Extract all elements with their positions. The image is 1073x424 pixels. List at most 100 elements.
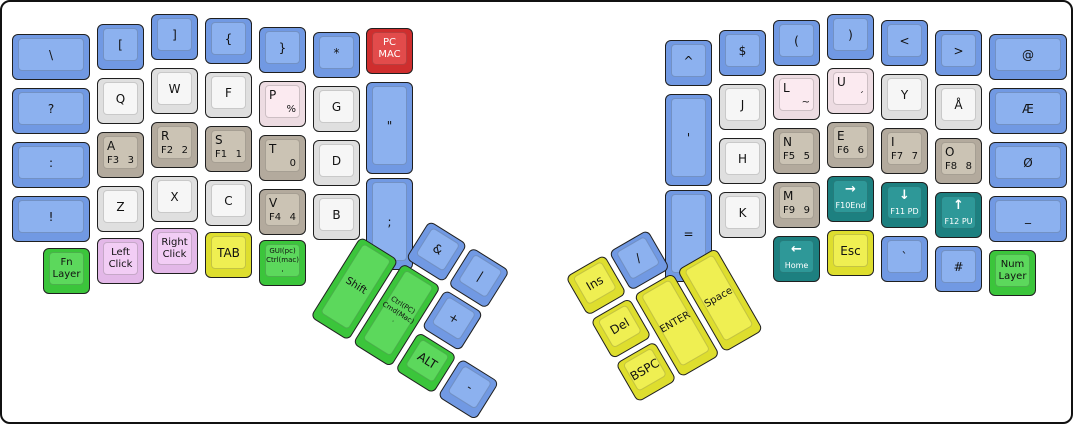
key-label: U [837,75,846,89]
key-greater-than[interactable]: > [935,30,982,76]
keycap-top: / [615,235,661,281]
keycap-top: ? [18,92,84,125]
key-x[interactable]: X [151,176,198,222]
keycap-top: ) [833,18,868,51]
key-double-quote[interactable]: " [366,82,413,174]
key-apostrophe[interactable]: ' [665,94,712,186]
key-right-bracket[interactable]: ] [151,14,198,60]
key-h[interactable]: H [719,138,766,184]
key-home[interactable]: ←Home [773,236,820,282]
key-label: 0 [289,158,296,169]
key-label: ↓ [899,188,910,203]
key-z[interactable]: Z [97,186,144,232]
keycap-top: P% [265,85,300,118]
key-f11-pgdn[interactable]: ↓F11 PD [881,182,928,228]
key-g[interactable]: G [313,86,360,132]
key-underscore[interactable]: _ [989,196,1067,242]
key-label: | [474,268,486,283]
key-exclamation[interactable]: ! [12,196,90,242]
key-a-ring[interactable]: Å [935,84,982,130]
key-label: @ [1022,47,1034,62]
key-less-than[interactable]: < [881,20,928,66]
key-label: } [278,40,287,55]
key-w[interactable]: W [151,68,198,114]
key-label: = [683,226,694,241]
key-j[interactable]: J [719,84,766,130]
key-f[interactable]: F [205,72,252,118]
key-esc[interactable]: Esc [827,230,874,276]
keycap-top: Z [103,190,138,223]
key-ae[interactable]: Æ [989,88,1067,134]
key-label: ´ [859,91,864,102]
key-d[interactable]: D [313,140,360,186]
key-dollar[interactable]: $ [719,30,766,76]
key-hash[interactable]: # [935,246,982,292]
key-b[interactable]: B [313,194,360,240]
key-label: 7 [911,151,918,162]
key-c[interactable]: C [205,180,252,226]
key-u[interactable]: U´ [827,68,874,114]
key-label: 4 [289,212,296,223]
key-left-brace[interactable]: { [205,18,252,64]
key-label: F12 PU [944,217,973,226]
key-colon[interactable]: : [12,142,90,188]
key-backtick[interactable]: ` [881,236,928,282]
key-label: F4 [269,212,282,223]
key-label: 1 [235,149,242,160]
key-asterisk[interactable]: * [313,32,360,78]
keycap-top: ←Home [779,240,814,273]
key-left-bracket[interactable]: [ [97,24,144,70]
key-f12-pgup[interactable]: ↑F12 PU [935,192,982,238]
keycap-top: Ø [995,146,1061,179]
key-o-slash[interactable]: Ø [989,142,1067,188]
key-label: Space [702,285,735,310]
key-left-paren[interactable]: ( [773,20,820,66]
key-gui[interactable]: GUI(pc)Ctrl(mac), [259,240,306,286]
key-label: * [333,45,340,60]
keycap-top: →F10End [833,180,868,213]
key-label: C [224,193,233,208]
key-label: Y [900,87,909,102]
key-at[interactable]: @ [989,34,1067,80]
key-label: Ø [1023,155,1033,170]
key-f10-end[interactable]: →F10End [827,176,874,222]
key-question[interactable]: ? [12,88,90,134]
keycap-top: G [319,90,354,123]
key-right-brace[interactable]: } [259,27,306,73]
key-p[interactable]: P% [259,81,306,127]
keycap-top: W [157,72,192,105]
key-right-paren[interactable]: ) [827,14,874,60]
key-backslash[interactable]: \ [12,34,90,80]
key-k[interactable]: K [719,192,766,238]
key-tab[interactable]: TAB [205,232,252,278]
keycap-top: TAB [211,236,246,269]
key-label: S [215,133,223,147]
key-caret[interactable]: ^ [665,40,712,86]
key-l[interactable]: L~ [773,74,820,120]
key-y[interactable]: Y [881,74,928,120]
keycap-top: GUI(pc)Ctrl(mac), [265,244,300,277]
key-label: $ [738,43,747,58]
keycap-top: Å [941,88,976,121]
key-q[interactable]: Q [97,78,144,124]
